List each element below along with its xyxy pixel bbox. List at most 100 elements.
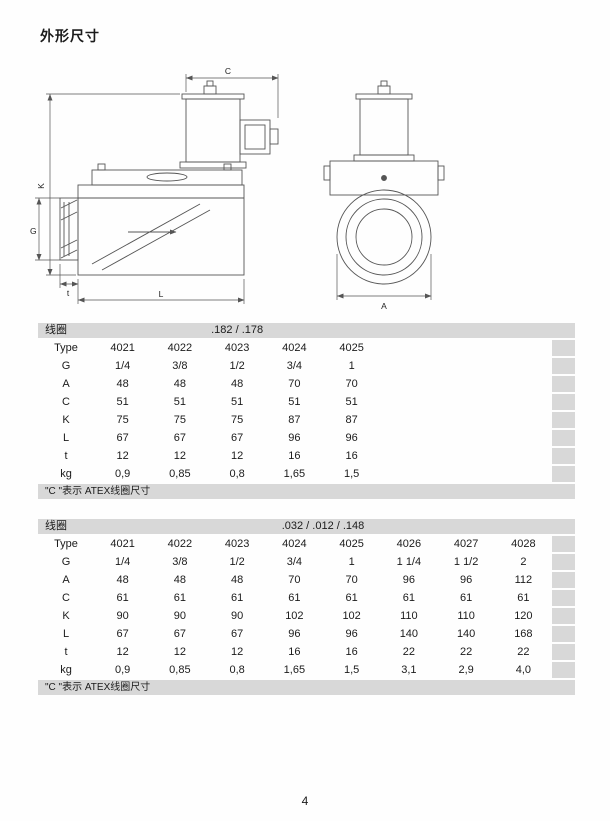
- dimension-cell: 4028: [511, 538, 536, 550]
- page-title: 外形尺寸: [40, 28, 100, 44]
- header-filler-cell: [552, 323, 575, 338]
- dimension-cell: 51: [288, 396, 301, 408]
- dimension-cell: [495, 340, 552, 356]
- dimension-cell: 1,65: [283, 664, 306, 676]
- header-filler-cell: [552, 519, 575, 534]
- dimension-cell: 1 1/2: [453, 556, 479, 568]
- dimension-cell: [438, 376, 495, 392]
- row-label: C: [62, 592, 70, 604]
- dimension-cell: 87: [345, 414, 358, 426]
- dimension-cell: 75: [116, 414, 129, 426]
- row-label: K: [62, 414, 70, 426]
- dimension-cell: 67: [116, 628, 129, 640]
- dimension-cell: [438, 430, 495, 446]
- dimension-cell: 1/2: [229, 556, 245, 568]
- dimension-cell: 16: [345, 646, 358, 658]
- coil-label: 线圈: [38, 519, 94, 534]
- dimension-cell: 4022: [167, 538, 193, 550]
- dimension-cell: 1/4: [114, 360, 131, 372]
- row-label: Type: [54, 342, 78, 354]
- dimension-cell: 96: [288, 432, 301, 444]
- dimension-cell: 4022: [167, 342, 193, 354]
- dimension-cell: 0,8: [229, 664, 245, 676]
- dimension-cell: 4025: [339, 342, 364, 354]
- dim-label-g: G: [30, 226, 37, 236]
- dimension-cell: 90: [231, 610, 244, 622]
- row-label: A: [62, 378, 70, 390]
- dimension-cell: 120: [514, 610, 533, 622]
- row-filler-cell: [552, 376, 575, 392]
- side-view-dimension-lines: [35, 74, 279, 304]
- dimension-cell: 168: [514, 628, 533, 640]
- dimension-cell: 0,9: [114, 468, 131, 480]
- dimension-cell: 4027: [453, 538, 479, 550]
- dimension-cell: 12: [173, 450, 186, 462]
- dimension-cell: 70: [288, 574, 301, 586]
- dimension-cell: 51: [173, 396, 186, 408]
- dimension-cell: 0,85: [169, 468, 191, 480]
- dimension-cell: [495, 448, 552, 464]
- dimension-cell: 16: [288, 450, 301, 462]
- dimension-cell: 1/2: [229, 360, 245, 372]
- dimension-cell: [380, 376, 437, 392]
- row-label: K: [62, 610, 70, 622]
- dimension-cell: [380, 412, 437, 428]
- dimension-cell: 87: [288, 414, 301, 426]
- dimension-cell: 12: [231, 450, 244, 462]
- dimension-cell: 4021: [110, 342, 135, 354]
- dimension-cell: 70: [345, 574, 358, 586]
- dimension-cell: 61: [460, 592, 473, 604]
- dimension-cell: 0,8: [229, 468, 245, 480]
- row-label: t: [64, 646, 68, 658]
- dimension-cell: 67: [173, 432, 186, 444]
- dimension-cell: 96: [402, 574, 415, 586]
- dimension-cell: [495, 430, 552, 446]
- dimension-cell: [438, 448, 495, 464]
- row-filler-cell: [552, 412, 575, 428]
- dimension-cell: 51: [116, 396, 129, 408]
- row-filler-cell: [552, 536, 575, 552]
- row-filler-cell: [552, 608, 575, 624]
- dimension-cell: 90: [173, 610, 186, 622]
- dimension-cell: 67: [231, 628, 244, 640]
- row-filler-cell: [552, 430, 575, 446]
- row-label: Type: [54, 538, 78, 550]
- dimension-cell: 61: [116, 592, 129, 604]
- dimension-cell: 61: [402, 592, 415, 604]
- dim-label-k: K: [36, 183, 46, 189]
- dimension-cell: 1: [348, 556, 355, 568]
- dimension-cell: 4023: [224, 538, 250, 550]
- dimension-cell: 1,5: [343, 468, 360, 480]
- dimension-cell: 112: [514, 574, 533, 586]
- row-filler-cell: [552, 590, 575, 606]
- dimension-drawings: C K G t L A: [30, 66, 445, 311]
- dimension-cell: [380, 358, 437, 374]
- dimension-cell: 48: [116, 574, 129, 586]
- valve-front-view: [323, 80, 445, 285]
- dimension-cell: 1: [348, 360, 355, 372]
- table-footnote: "C "表示 ATEX线圈尺寸: [38, 484, 575, 499]
- dimension-cell: [495, 394, 552, 410]
- dimension-cell: 22: [517, 646, 530, 658]
- row-label: G: [61, 360, 71, 372]
- dimension-cell: [380, 340, 437, 356]
- dimension-cell: 0,9: [114, 664, 131, 676]
- dim-label-l: L: [159, 289, 164, 299]
- dimension-cell: [438, 466, 495, 482]
- dim-label-a: A: [381, 301, 387, 311]
- dimension-cell: 4021: [110, 538, 135, 550]
- row-filler-cell: [552, 466, 575, 482]
- coil-spec: .182 / .178: [94, 323, 381, 338]
